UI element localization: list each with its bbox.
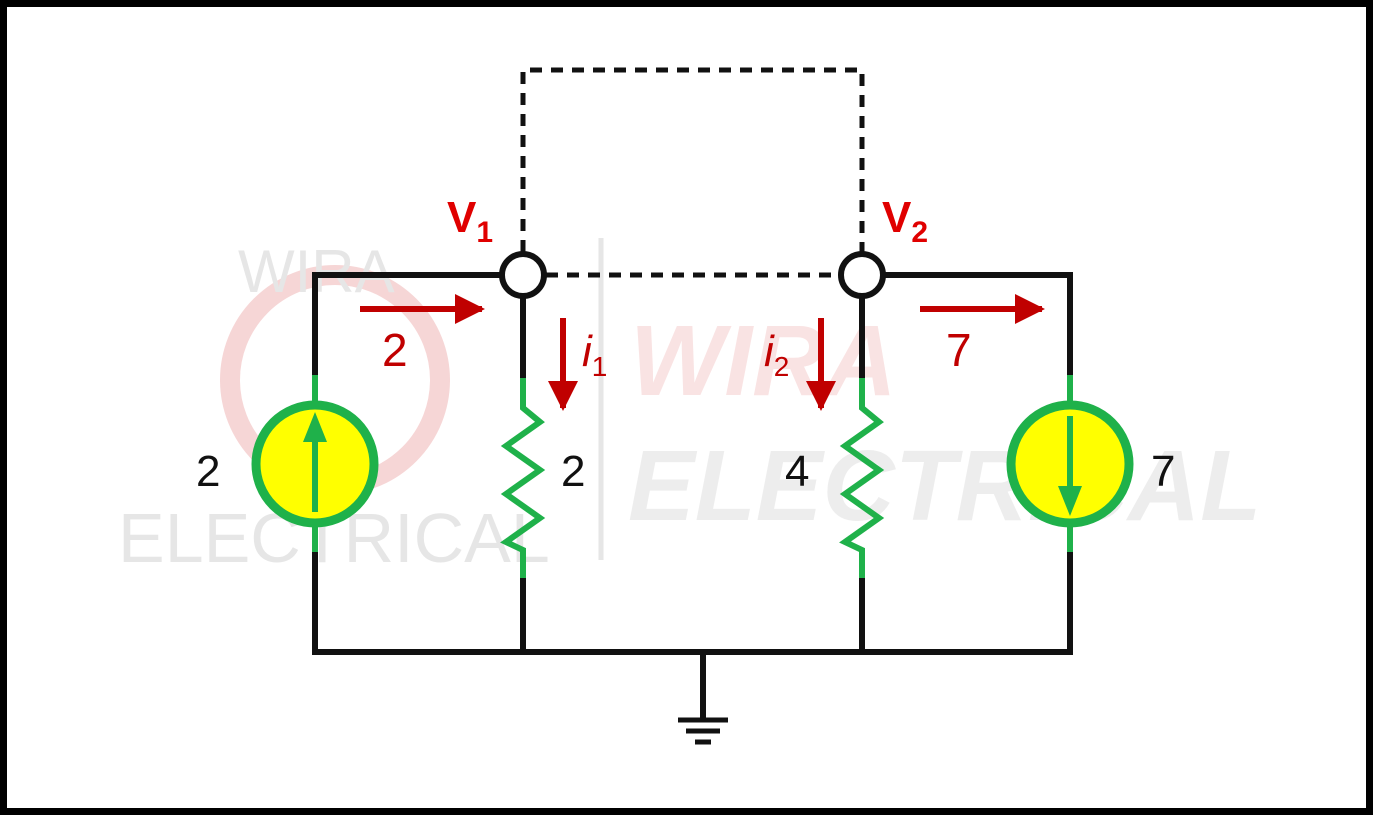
wire-right-top [882,272,1073,378]
node-v1 [499,251,547,299]
watermark-large-top: WIRA [630,305,897,417]
dashed-wire-top [520,67,865,252]
current-label-left: 2 [382,324,408,376]
node-v2-label: V2 [882,193,928,249]
wires [312,272,1073,721]
resistor-r1 [500,378,546,578]
current-source-left [251,375,379,552]
resistor-r2 [839,378,885,578]
watermark-large-bottom: ELECTRICAL [628,430,1261,542]
arrow-down-icon [1058,486,1082,516]
ground-icon [678,717,728,745]
source-left-value: 2 [196,447,220,496]
resistor-r1-value: 2 [561,447,585,496]
node-v2 [838,251,886,299]
source-right-value: 7 [1151,447,1175,496]
current-label-i1: i1 [582,327,607,382]
wire-bottom-rail [312,549,1073,655]
current-label-i2: i2 [764,327,789,382]
arrow-up-icon [303,412,327,442]
current-source-right [1006,375,1134,552]
dashed-connection [520,67,865,278]
current-label-right: 7 [946,324,972,376]
resistor-r2-value: 4 [785,447,809,496]
wire-left-top [312,272,503,378]
node-v1-label: V1 [447,193,493,249]
